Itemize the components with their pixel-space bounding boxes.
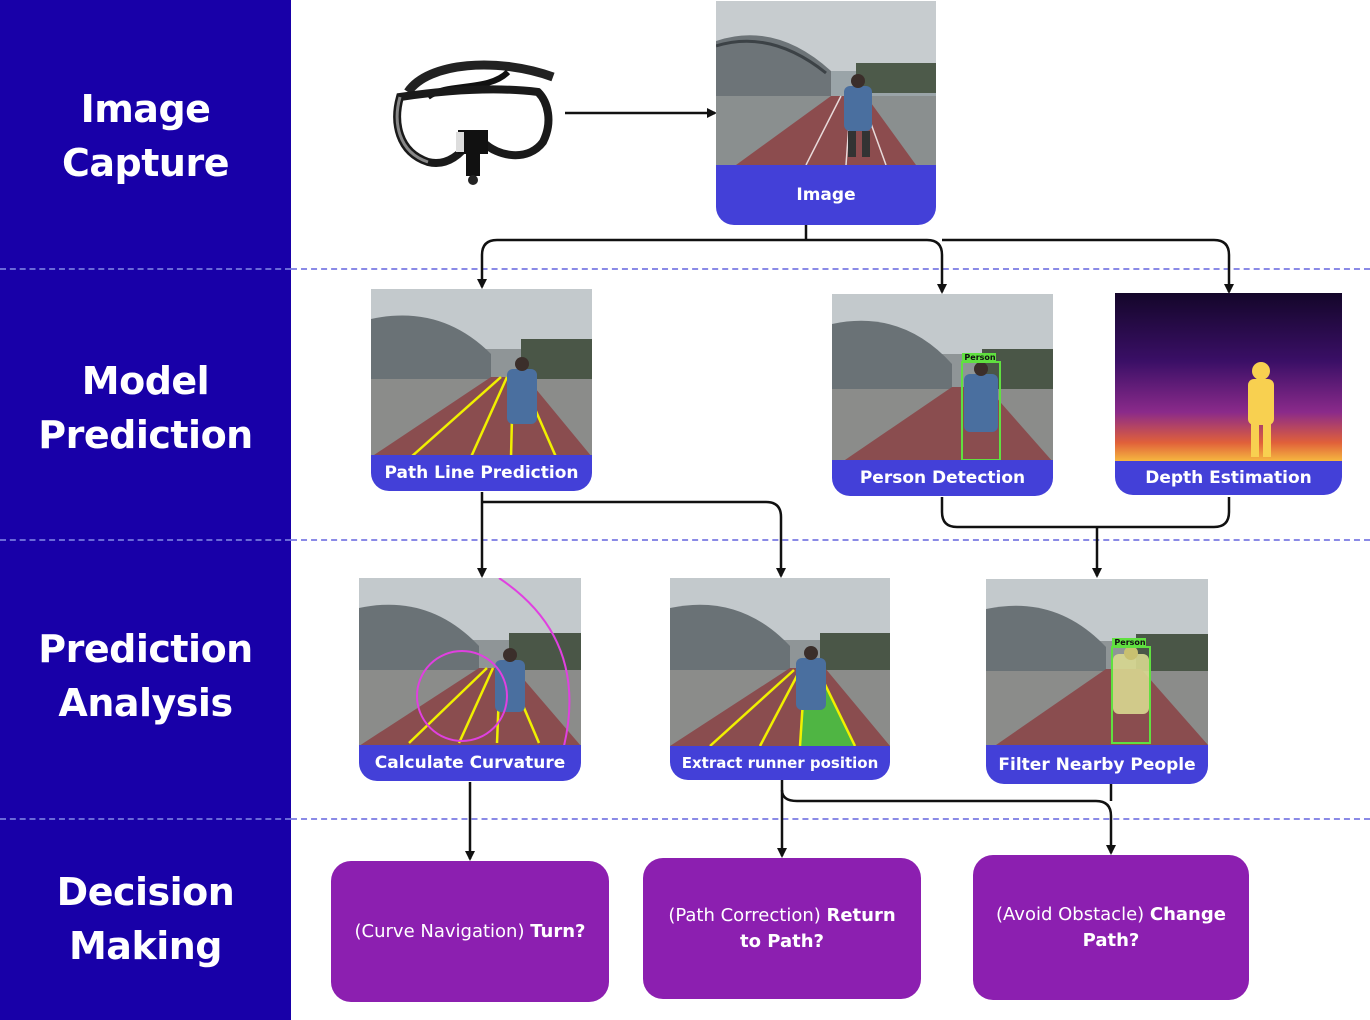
- card-person-detection: Person Person Detection: [832, 294, 1053, 496]
- decision-return-to-path: (Path Correction) Return to Path?: [643, 858, 921, 999]
- card-extract-runner-position: Extract runner position: [670, 578, 890, 780]
- detection-label: Person: [1114, 638, 1146, 647]
- stage-separator: [0, 539, 291, 541]
- card-filter-nearby-people: Person Filter Nearby People: [986, 579, 1208, 784]
- camera-frame-image: [716, 1, 936, 165]
- camera-glasses-icon: [388, 52, 558, 187]
- detection-label: Person: [964, 353, 996, 362]
- decision-turn: (Curve Navigation) Turn?: [331, 861, 609, 1002]
- stage-sidebar: [0, 0, 291, 1020]
- caption-calculate-curvature: Calculate Curvature: [359, 745, 581, 781]
- arrow-to-runner-position: [482, 500, 786, 578]
- arrow-to-path-line: [477, 238, 806, 289]
- curvature-circle-small: [416, 650, 508, 742]
- path-line-frame: [371, 289, 592, 457]
- curvature-frame: [359, 578, 581, 746]
- arrow-to-depth-estimation: [942, 238, 1234, 294]
- connector-detection-merge: [940, 497, 1231, 529]
- card-calculate-curvature: Calculate Curvature: [359, 578, 581, 781]
- filter-people-frame: [986, 579, 1208, 745]
- curvature-circle-large: [498, 578, 571, 746]
- stage-separator: [291, 818, 1370, 820]
- caption-filter-nearby-people: Filter Nearby People: [986, 745, 1208, 784]
- card-depth-estimation: Depth Estimation: [1115, 293, 1342, 495]
- caption-depth-estimation: Depth Estimation: [1115, 461, 1342, 495]
- stage-separator: [291, 539, 1370, 541]
- stage-separator: [291, 268, 1370, 270]
- caption-person-detection: Person Detection: [832, 460, 1053, 496]
- stage-separator: [0, 818, 291, 820]
- stage-separator: [0, 268, 291, 270]
- depth-map-frame: [1115, 293, 1342, 463]
- arrow-to-person-detection: [806, 238, 947, 294]
- caption-path-line-prediction: Path Line Prediction: [371, 455, 592, 491]
- runner-position-frame: [670, 578, 890, 746]
- card-image: Image: [716, 1, 936, 225]
- path-lines: [709, 669, 857, 746]
- decision-change-path: (Avoid Obstacle) Change Path?: [973, 855, 1249, 1000]
- caption-extract-runner-position: Extract runner position: [670, 746, 890, 780]
- connector-runner-to-change: [780, 789, 1116, 855]
- person-detection-frame: [832, 294, 1053, 462]
- card-path-line-prediction: Path Line Prediction: [371, 289, 592, 491]
- caption-image: Image: [716, 165, 936, 225]
